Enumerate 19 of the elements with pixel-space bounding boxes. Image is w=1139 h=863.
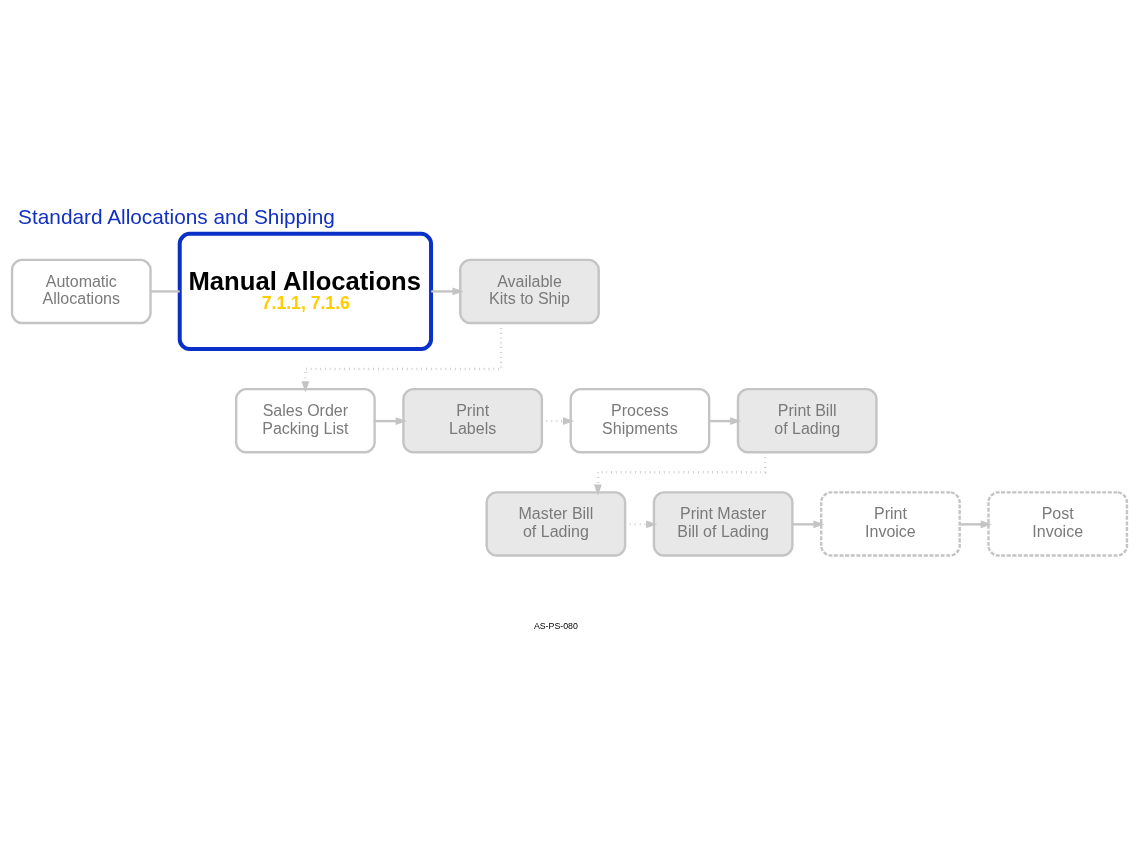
diagram-title: Standard Allocations and Shipping — [18, 205, 335, 229]
connector — [150, 290, 180, 293]
arrow — [709, 417, 742, 426]
node-box: Process Shipments — [569, 387, 711, 454]
node-box: Print Invoice — [820, 491, 961, 557]
arrow — [431, 287, 464, 296]
node-box: Print Master Bill of Lading — [652, 491, 794, 557]
arrow — [959, 520, 992, 529]
node-box: Print Labels — [402, 387, 544, 454]
node-box: Sales Order Packing List — [234, 387, 376, 454]
arrow — [374, 417, 407, 426]
node-box: Available Kits to Ship — [459, 258, 600, 325]
arrow — [792, 520, 825, 529]
node-box: Post Invoice — [987, 491, 1129, 557]
node-box: Print Bill of Lading — [736, 387, 878, 454]
label: AS-PS-080 — [533, 621, 578, 632]
node-box: Manual Allocations 7.1.1, 7.1.6 — [177, 231, 434, 352]
node-box: Automatic Allocations — [10, 258, 152, 325]
node-box: Master Bill of Lading — [485, 491, 627, 557]
